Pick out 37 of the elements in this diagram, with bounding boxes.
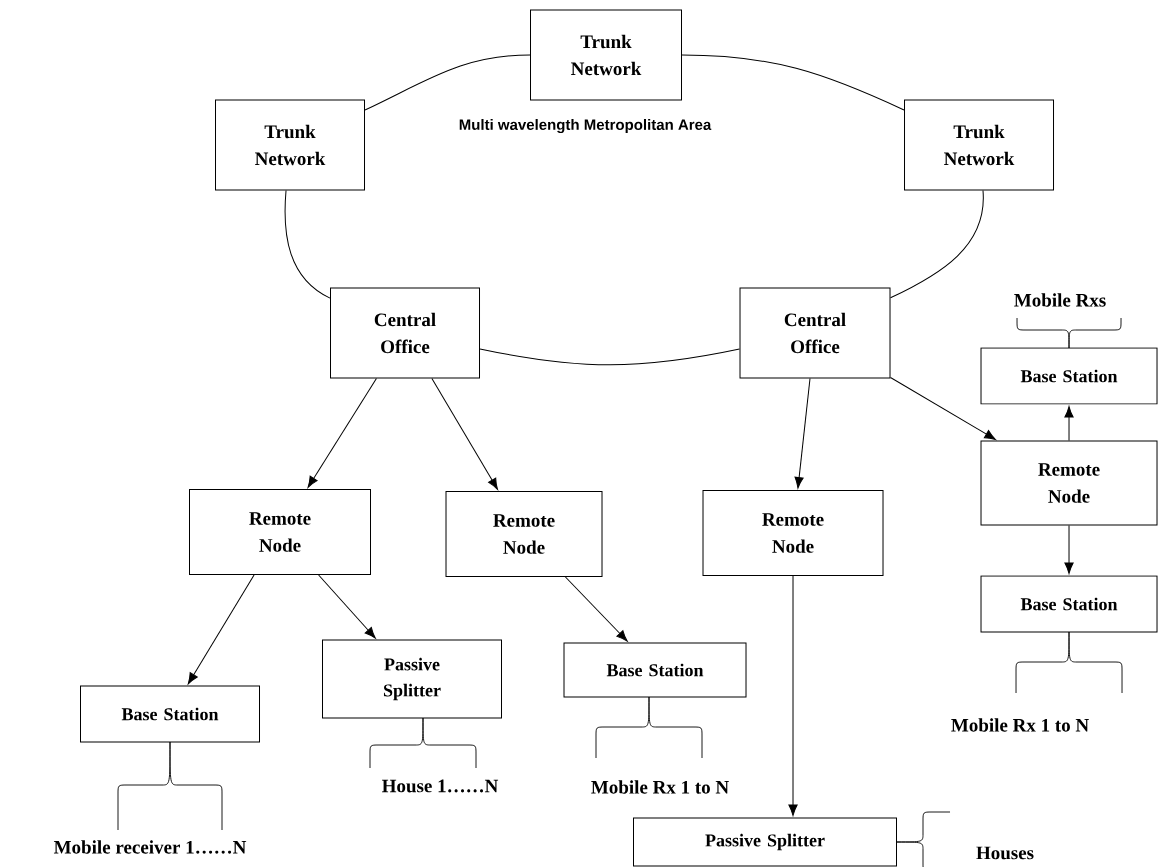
arrow: [788, 575, 798, 816]
receiver-label: Mobile Rx 1 to N: [951, 718, 1089, 732]
arrow: [431, 378, 499, 490]
network-box: Passive Splitter: [322, 639, 502, 719]
network-box: Trunk Network: [530, 9, 682, 101]
network-box: Trunk Network: [904, 99, 1054, 191]
network-box: Trunk Network: [215, 99, 365, 191]
ring-line: [681, 54, 905, 111]
receiver-label: Mobile Rxs: [1014, 293, 1106, 307]
arrow: [1064, 406, 1074, 441]
arrow: [564, 576, 628, 642]
network-box: Central Office: [739, 287, 891, 379]
network-box: Central Office: [330, 287, 480, 379]
base-station-box: Base Station: [563, 642, 747, 698]
receiver-label: Mobile Rx 1 to N: [591, 780, 729, 794]
arrow: [890, 376, 996, 440]
network-box: Passive Splitter: [633, 817, 897, 867]
network-box: Remote Node: [445, 491, 603, 577]
ring-line: [364, 54, 531, 111]
receiver-label: Mobile receiver 1……N: [53, 840, 247, 854]
network-box: Remote Node: [702, 490, 884, 576]
base-station-box: Base Station: [980, 347, 1158, 405]
ring-line: [479, 348, 740, 366]
receiver-label: Houses: [976, 846, 1034, 860]
arrow: [1064, 525, 1074, 574]
network-box: Remote Node: [980, 440, 1158, 526]
ring-line: [284, 190, 331, 299]
arrow: [794, 378, 811, 489]
ring-line: [890, 190, 984, 299]
arrow: [307, 378, 377, 488]
receiver-label: House 1……N: [382, 779, 499, 793]
base-station-box: Base Station: [980, 575, 1158, 633]
area-label: Multi wavelength Metropolitan Area: [459, 119, 712, 134]
arrow: [318, 574, 376, 639]
base-station-box: Base Station: [80, 685, 260, 743]
network-box: Remote Node: [189, 489, 371, 575]
arrow: [187, 574, 255, 685]
